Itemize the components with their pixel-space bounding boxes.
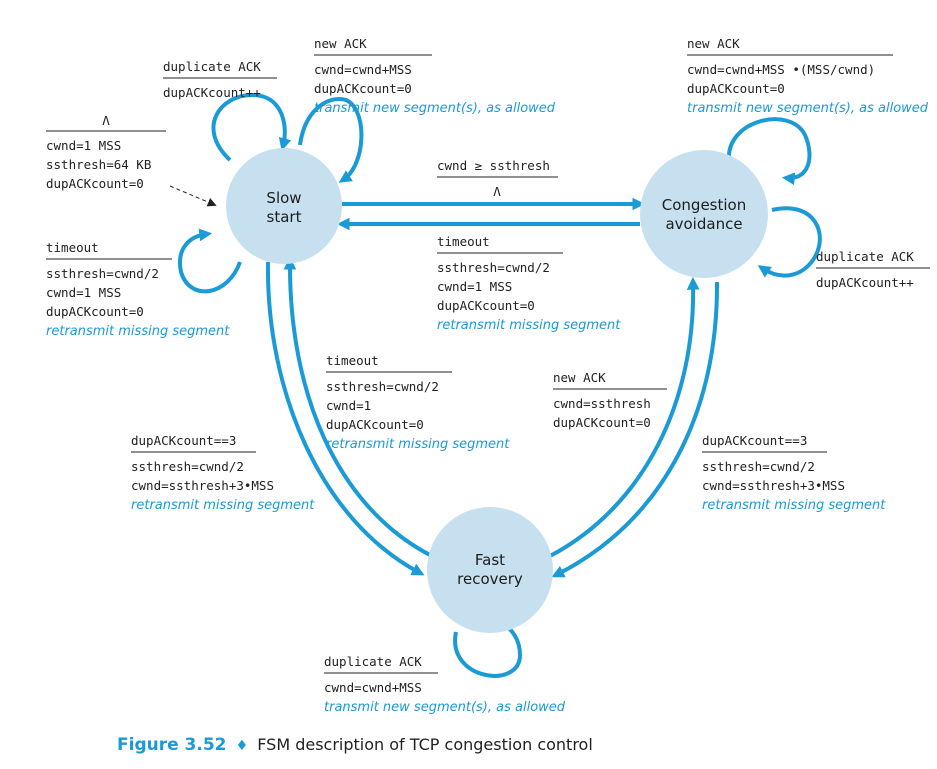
state-label-line2: avoidance <box>665 215 742 233</box>
action-text: dupACKcount=0 <box>553 415 651 430</box>
event-text: new ACK <box>687 36 740 51</box>
action-text: ssthresh=cwnd/2 <box>437 260 550 275</box>
action-text: ssthresh=cwnd/2 <box>131 459 244 474</box>
event-text: cwnd ≥ ssthresh <box>437 158 550 173</box>
action-text: cwnd=ssthresh <box>553 396 651 411</box>
state-label-line2: recovery <box>457 570 523 588</box>
self-loop-fast-recovery-dup-ack <box>453 619 523 678</box>
label-ss-to-fr: dupACKcount==3 ssthresh=cwnd/2 cwnd=ssth… <box>131 433 315 513</box>
label-ss-to-ca: cwnd ≥ ssthresh Λ <box>437 158 558 199</box>
event-text: timeout <box>46 240 99 255</box>
event-text: new ACK <box>553 370 606 385</box>
event-text: timeout <box>437 234 490 249</box>
self-loop-congestion-avoidance-dup-ack <box>757 206 822 278</box>
action-text: cwnd=1 MSS <box>437 279 512 294</box>
state-label-line1: Slow <box>266 189 301 207</box>
action-text: cwnd=1 <box>326 398 371 413</box>
note-text: retransmit missing segment <box>326 437 510 452</box>
label-fr-new-ack: new ACK cwnd=ssthresh dupACKcount=0 <box>553 370 667 430</box>
action-text: ssthresh=64 KB <box>46 157 151 172</box>
action-text: cwnd=1 MSS <box>46 138 121 153</box>
figure-caption: Figure 3.52 ♦ FSM description of TCP con… <box>117 735 593 755</box>
label-ss-duplicate-ack: duplicate ACK dupACKcount++ <box>163 59 277 100</box>
label-fr-duplicate-ack: duplicate ACK cwnd=cwnd+MSS transmit new… <box>324 654 566 715</box>
note-text: transmit new segment(s), as allowed <box>324 700 566 715</box>
event-text: new ACK <box>314 36 367 51</box>
action-text: Λ <box>493 184 501 199</box>
state-slow-start: Slow start <box>226 148 342 264</box>
note-text: retransmit missing segment <box>437 318 621 333</box>
state-label-line1: Congestion <box>662 196 746 214</box>
action-text: dupACKcount=0 <box>687 81 785 96</box>
arrow-fast-recovery-to-slow-start <box>283 256 431 557</box>
label-ca-new-ack: new ACK cwnd=cwnd+MSS •(MSS/cwnd) dupACK… <box>687 36 929 116</box>
action-text: cwnd=cwnd+MSS <box>314 62 412 77</box>
label-ca-duplicate-ack: duplicate ACK dupACKcount++ <box>816 249 930 290</box>
action-text: dupACKcount=0 <box>46 304 144 319</box>
label-ss-timeout: timeout ssthresh=cwnd/2 cwnd=1 MSS dupAC… <box>46 240 230 339</box>
note-text: transmit new segment(s), as allowed <box>314 101 556 116</box>
caption-separator: ♦ <box>235 738 249 754</box>
action-text: dupACKcount++ <box>816 275 914 290</box>
figure-number: Figure 3.52 <box>117 735 227 755</box>
label-ca-to-fr: dupACKcount==3 ssthresh=cwnd/2 cwnd=ssth… <box>702 433 886 513</box>
event-text: dupACKcount==3 <box>131 433 236 448</box>
state-label-line2: start <box>267 208 302 226</box>
arrow-slow-start-to-fast-recovery <box>265 261 425 576</box>
arrow-congestion-avoidance-to-fast-recovery <box>551 281 720 578</box>
label-fr-timeout: timeout ssthresh=cwnd/2 cwnd=1 dupACKcou… <box>326 353 510 452</box>
event-text: timeout <box>326 353 379 368</box>
note-text: transmit new segment(s), as allowed <box>687 101 929 116</box>
event-text: Λ <box>102 113 110 128</box>
self-loop-slow-start-dup-ack <box>211 92 292 162</box>
event-text: duplicate ACK <box>324 654 422 669</box>
action-text: cwnd=ssthresh+3•MSS <box>702 478 845 493</box>
arrow-fast-recovery-to-congestion-avoidance <box>549 276 700 558</box>
event-text: duplicate ACK <box>816 249 914 264</box>
self-loop-congestion-avoidance-new-ack <box>726 117 812 186</box>
event-text: dupACKcount==3 <box>702 433 807 448</box>
arrows <box>169 92 822 678</box>
event-text: duplicate ACK <box>163 59 261 74</box>
action-text: cwnd=cwnd+MSS <box>324 680 422 695</box>
label-ca-timeout: timeout ssthresh=cwnd/2 cwnd=1 MSS dupAC… <box>437 234 621 333</box>
action-text: dupACKcount=0 <box>437 298 535 313</box>
action-text: cwnd=ssthresh+3•MSS <box>131 478 274 493</box>
state-label-line1: Fast <box>475 551 505 569</box>
initial-transition-arrow <box>169 185 217 207</box>
action-text: ssthresh=cwnd/2 <box>46 266 159 281</box>
action-text: dupACKcount=0 <box>314 81 412 96</box>
action-text: dupACKcount++ <box>163 85 261 100</box>
self-loop-slow-start-timeout <box>177 228 242 294</box>
note-text: retransmit missing segment <box>46 324 230 339</box>
state-congestion-avoidance: Congestion avoidance <box>640 150 768 278</box>
label-initial: Λ cwnd=1 MSS ssthresh=64 KB dupACKcount=… <box>46 113 166 191</box>
action-text: cwnd=cwnd+MSS •(MSS/cwnd) <box>687 62 875 77</box>
caption-text: FSM description of TCP congestion contro… <box>257 735 593 754</box>
label-ss-new-ack: new ACK cwnd=cwnd+MSS dupACKcount=0 tran… <box>314 36 556 116</box>
note-text: retransmit missing segment <box>702 498 886 513</box>
action-text: ssthresh=cwnd/2 <box>326 379 439 394</box>
action-text: dupACKcount=0 <box>326 417 424 432</box>
action-text: ssthresh=cwnd/2 <box>702 459 815 474</box>
state-fast-recovery: Fast recovery <box>427 507 553 633</box>
note-text: retransmit missing segment <box>131 498 315 513</box>
action-text: cwnd=1 MSS <box>46 285 121 300</box>
action-text: dupACKcount=0 <box>46 176 144 191</box>
self-loop-slow-start-new-ack <box>298 97 364 183</box>
